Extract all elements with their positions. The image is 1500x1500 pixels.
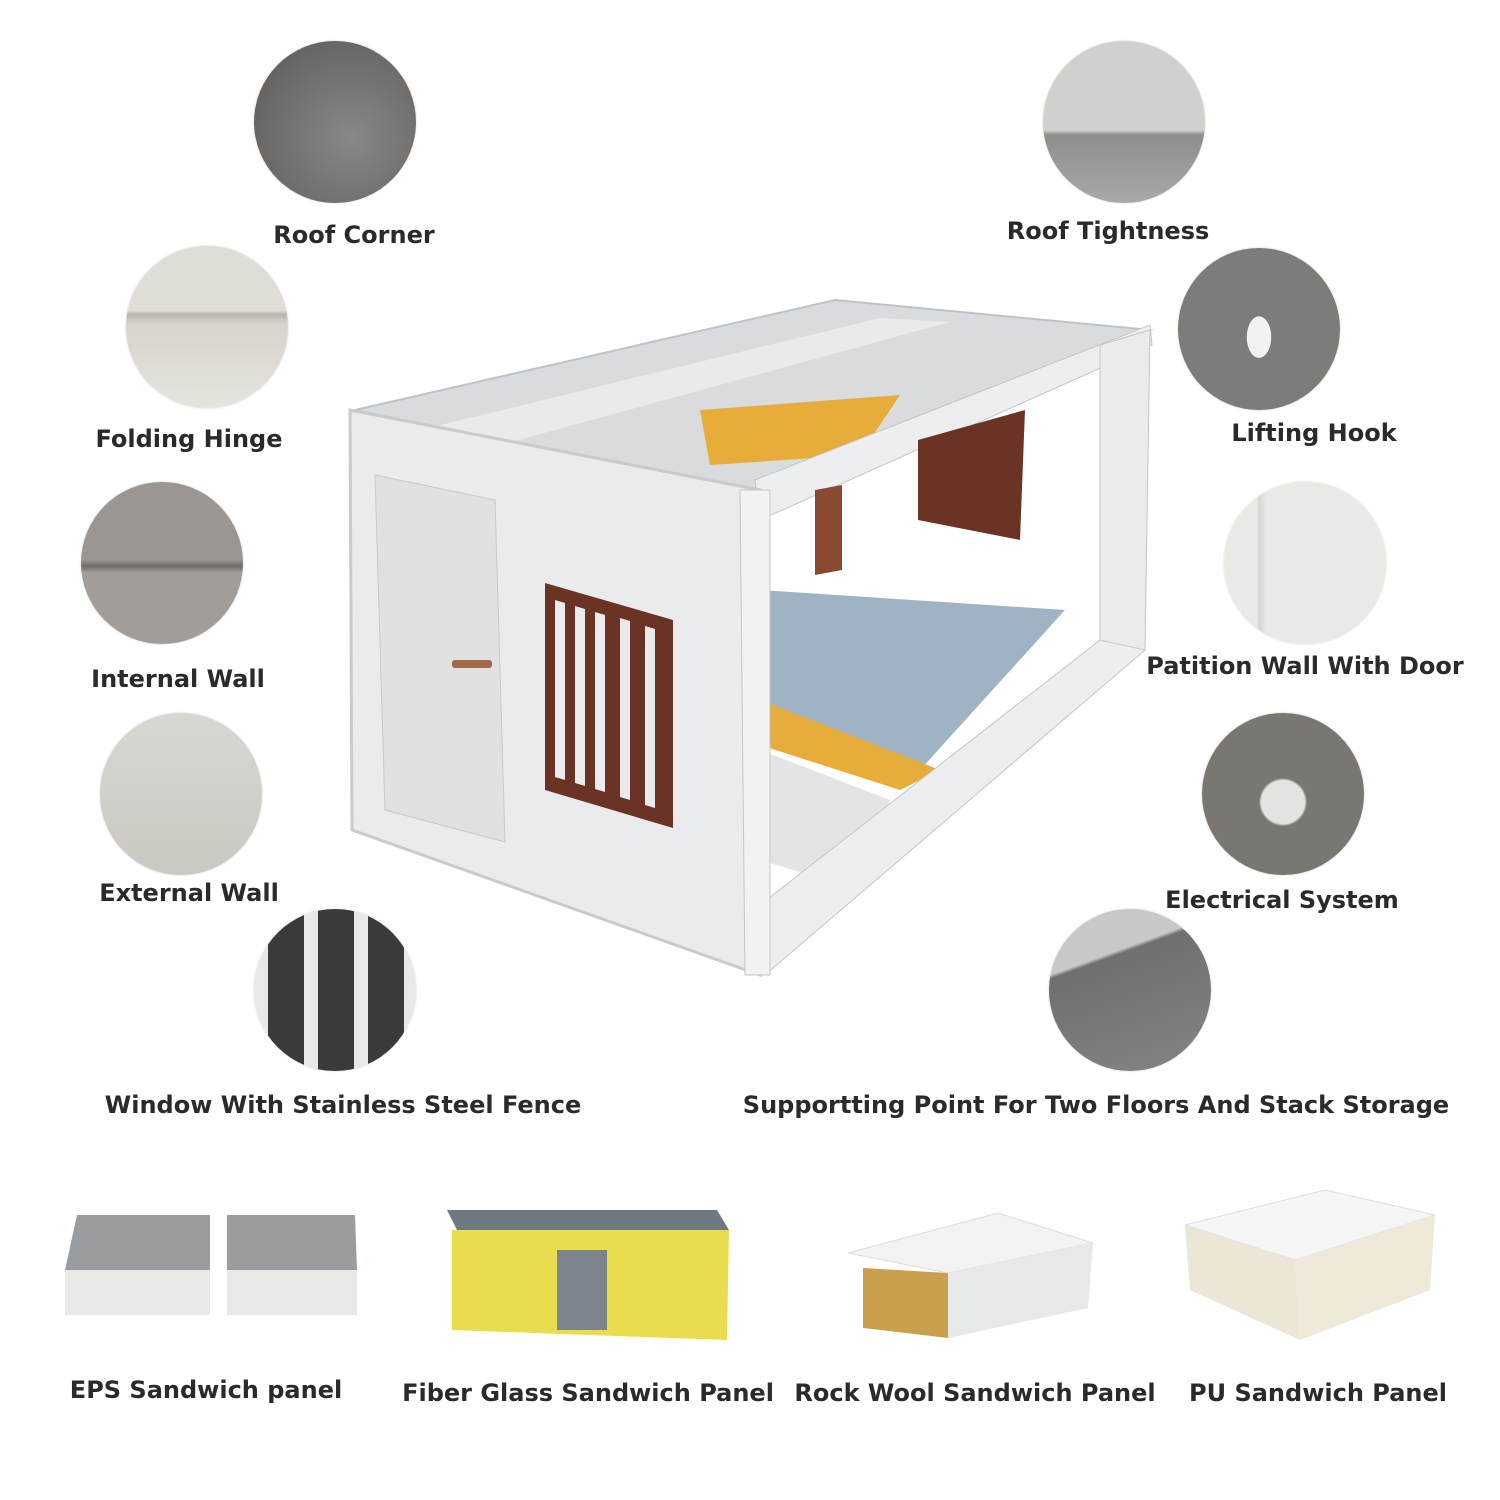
roof-tightness-photo-icon: [1043, 41, 1205, 203]
fiber-glass-panel-image-icon: [447, 1210, 732, 1355]
panel-label: EPS Sandwich panel: [69, 1376, 343, 1404]
internal-wall-photo-icon: [81, 482, 243, 644]
panel-label: Rock Wool Sandwich Panel: [794, 1379, 1156, 1407]
feature-label: Roof Tightness: [1006, 217, 1210, 245]
partition-wall-photo-icon: [1224, 482, 1386, 644]
support-point-photo-icon: [1049, 909, 1211, 1071]
container-house-illustration: [340, 285, 1170, 985]
folding-hinge-photo-icon: [126, 246, 288, 408]
feature-label: Electrical System: [1165, 886, 1399, 914]
roof-corner-photo-icon: [254, 41, 416, 203]
feature-label: Roof Corner: [273, 221, 435, 249]
feature-label: Lifting Hook: [1231, 419, 1397, 447]
rock-wool-panel-image-icon: [848, 1213, 1098, 1348]
window-fence-photo-icon: [254, 909, 416, 1071]
panel-label: PU Sandwich Panel: [1189, 1379, 1447, 1407]
feature-label: Internal Wall: [91, 665, 265, 693]
feature-label: Folding Hinge: [95, 425, 283, 453]
feature-label: Supportting Point For Two Floors And Sta…: [742, 1091, 1450, 1119]
lifting-hook-photo-icon: [1178, 248, 1340, 410]
eps-panel-image-icon: [65, 1215, 360, 1315]
feature-label: Window With Stainless Steel Fence: [104, 1091, 582, 1119]
external-wall-photo-icon: [100, 713, 262, 875]
pu-panel-image-icon: [1185, 1190, 1440, 1345]
feature-label: External Wall: [99, 879, 279, 907]
electrical-socket-photo-icon: [1202, 713, 1364, 875]
feature-label: Patition Wall With Door: [1146, 652, 1464, 680]
panel-label: Fiber Glass Sandwich Panel: [402, 1379, 774, 1407]
